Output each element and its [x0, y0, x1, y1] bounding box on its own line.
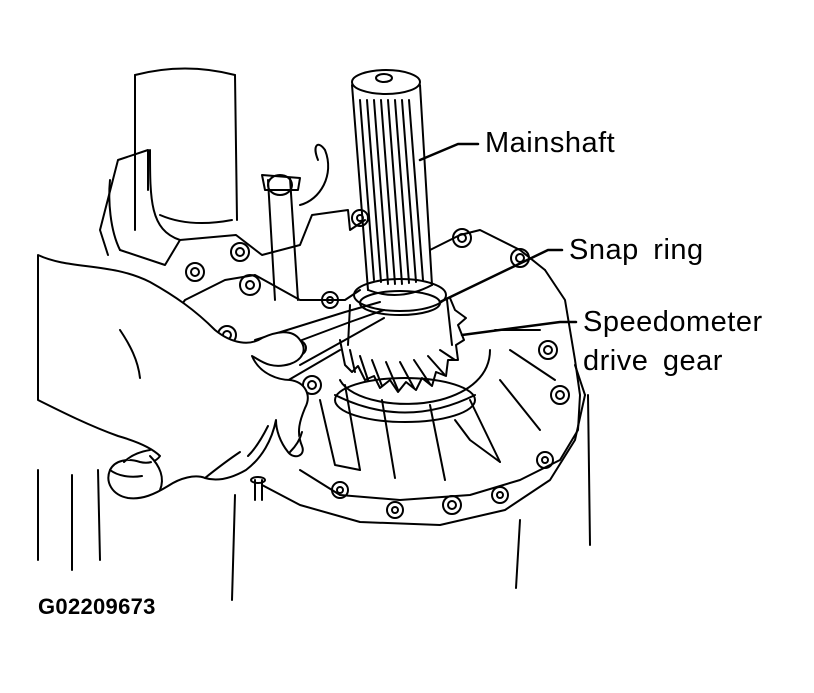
hand	[37, 254, 309, 500]
figure-id: G02209673	[38, 594, 156, 619]
shift-rod	[134, 67, 330, 301]
mainshaft-leader	[418, 142, 480, 162]
speedometer-gear-leader	[460, 320, 578, 337]
mainshaft-label: Mainshaft	[485, 127, 616, 159]
snap-ring-leader	[438, 248, 564, 304]
snap-ring	[353, 278, 447, 316]
speedometer-drive-gear	[334, 297, 476, 423]
snap-ring-label: Snap ring	[569, 234, 704, 266]
speedometer-label-line2: drive gear	[583, 345, 723, 377]
leader-lines	[418, 142, 578, 337]
mainshaft	[351, 69, 433, 296]
transmission-case	[37, 149, 591, 601]
speedometer-label-line1: Speedometer	[583, 306, 763, 338]
